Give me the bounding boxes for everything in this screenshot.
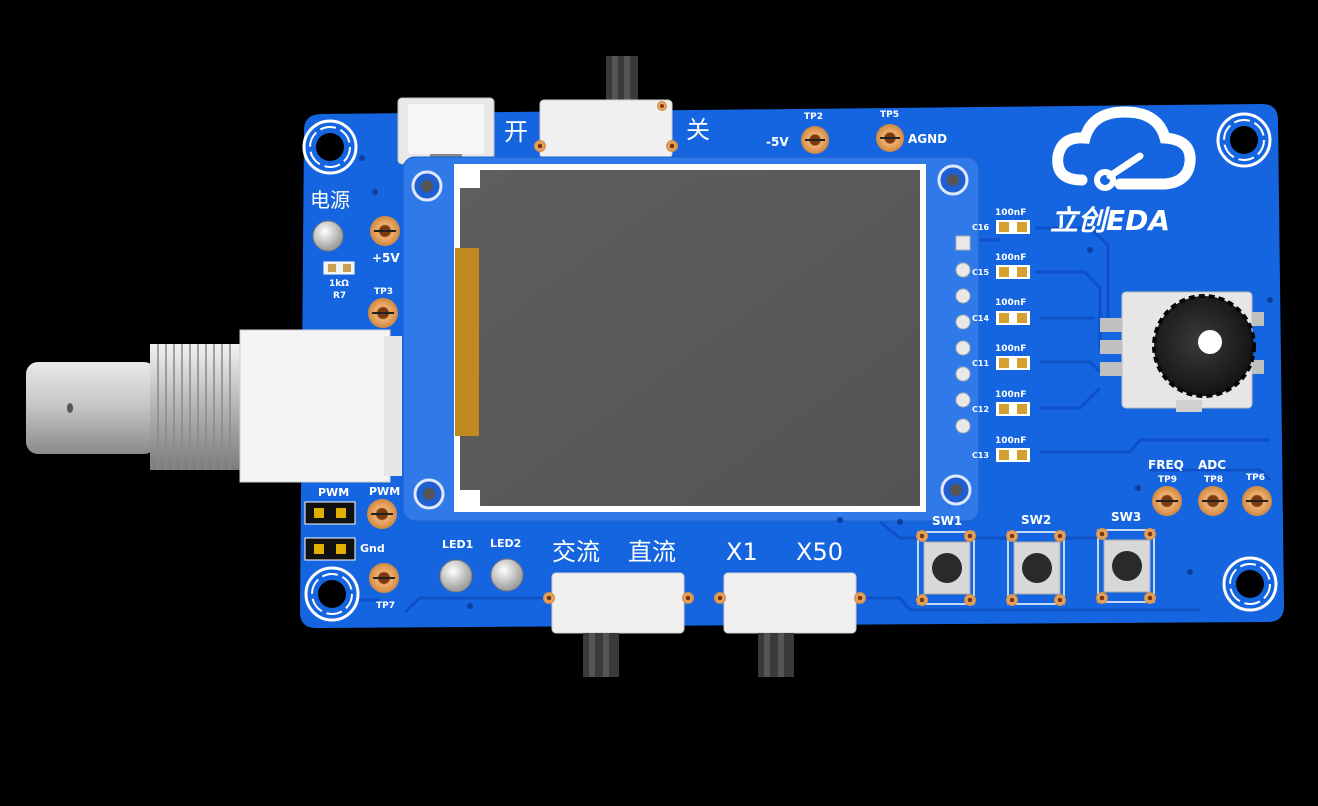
- test-point-tp6[interactable]: [1242, 486, 1272, 516]
- lceda-cloud-logo: [1052, 106, 1196, 191]
- c15-ref: C15: [972, 268, 989, 277]
- tp8-ref: TP8: [1204, 475, 1223, 485]
- pwm-header[interactable]: [304, 501, 356, 525]
- power-label: 电源: [310, 188, 350, 212]
- power-switch[interactable]: [534, 56, 678, 159]
- test-point-5v[interactable]: [370, 216, 400, 246]
- test-point-tp8[interactable]: [1198, 486, 1228, 516]
- mounting-hole-bottom-left: [304, 566, 360, 622]
- test-point-tp3[interactable]: [368, 298, 398, 328]
- capacitor-c16: [996, 220, 1030, 234]
- test-point-tp9[interactable]: [1152, 486, 1182, 516]
- c16-value: 100nF: [995, 208, 1026, 218]
- r7-ref: R7: [333, 291, 346, 301]
- power-led: [312, 220, 344, 252]
- led1: [439, 559, 473, 593]
- c11-value: 100nF: [995, 344, 1026, 354]
- r7-value: 1kΩ: [329, 279, 349, 289]
- test-point-tp7[interactable]: [369, 563, 399, 593]
- c14-ref: C14: [972, 314, 989, 323]
- adc-label: ADC: [1198, 458, 1226, 472]
- gnd-header[interactable]: [304, 537, 356, 561]
- tp5-label: AGND: [908, 132, 947, 146]
- usb-connector: [397, 97, 495, 165]
- x50-label: X50: [796, 538, 843, 566]
- c13-value: 100nF: [995, 436, 1026, 446]
- capacitor-c13: [996, 448, 1030, 462]
- tp5-ref: TP5: [880, 110, 899, 120]
- led1-label: LED1: [442, 538, 473, 551]
- sw3-label: SW3: [1111, 510, 1141, 524]
- dc-label: 直流: [628, 538, 676, 566]
- tp3-ref: TP3: [374, 287, 393, 297]
- push-button-sw2[interactable]: [1006, 530, 1066, 606]
- c12-ref: C12: [972, 405, 989, 414]
- capacitor-c11: [996, 356, 1030, 370]
- gain-switch[interactable]: [714, 572, 866, 677]
- test-point-tp2[interactable]: [801, 126, 829, 154]
- c13-ref: C13: [972, 451, 989, 460]
- c16-ref: C16: [972, 223, 989, 232]
- test-point-tp5[interactable]: [876, 124, 904, 152]
- vias: [359, 155, 1273, 609]
- resistor-r7: [323, 261, 355, 275]
- tp2-label: -5V: [766, 135, 789, 149]
- push-button-sw3[interactable]: [1096, 528, 1156, 604]
- ac-label: 交流: [552, 538, 600, 566]
- mounting-hole-top-left: [302, 119, 358, 175]
- c14-value: 100nF: [995, 298, 1026, 308]
- c15-value: 100nF: [995, 253, 1026, 263]
- tp9-ref: TP9: [1158, 475, 1177, 485]
- header-pwm-label: PWM: [318, 486, 349, 499]
- tp-5v-label: +5V: [372, 251, 400, 265]
- freq-label: FREQ: [1148, 458, 1184, 472]
- capacitor-c14: [996, 311, 1030, 325]
- led2-label: LED2: [490, 537, 521, 550]
- mounting-hole-bottom-right: [1222, 556, 1278, 612]
- push-button-sw1[interactable]: [916, 530, 976, 606]
- power-on-label: 开: [504, 118, 528, 146]
- tp7-ref: TP7: [376, 601, 395, 611]
- capacitor-c15: [996, 265, 1030, 279]
- bnc-connector: [26, 329, 402, 483]
- rotary-potentiometer[interactable]: [1100, 291, 1264, 412]
- mounting-hole-top-right: [1216, 112, 1272, 168]
- sw1-label: SW1: [932, 514, 962, 528]
- led2: [490, 558, 524, 592]
- lceda-logo-text: 立创EDA: [1050, 204, 1170, 237]
- tp2-ref: TP2: [804, 112, 823, 122]
- tp6-ref: TP6: [1246, 473, 1265, 483]
- c12-value: 100nF: [995, 390, 1026, 400]
- sw2-label: SW2: [1021, 513, 1051, 527]
- lcd-module: [402, 156, 980, 522]
- capacitor-c12: [996, 402, 1030, 416]
- test-point-pwm[interactable]: [367, 499, 397, 529]
- gnd-label: Gnd: [360, 542, 385, 555]
- c11-ref: C11: [972, 359, 989, 368]
- x1-label: X1: [726, 538, 758, 566]
- ac-dc-switch[interactable]: [543, 572, 694, 677]
- power-off-label: 关: [686, 116, 710, 144]
- tp-pwm-label: PWM: [369, 485, 400, 498]
